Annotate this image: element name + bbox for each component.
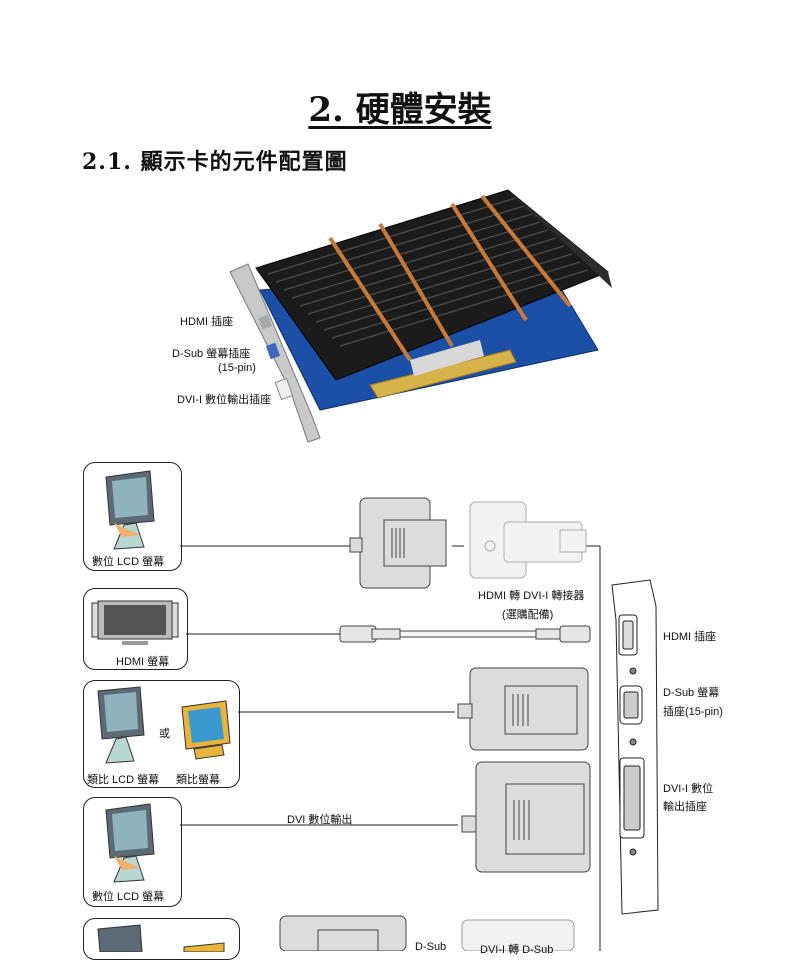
graphics-card-image: [229, 189, 612, 443]
monitor-label: 數位 LCD 螢幕: [92, 556, 165, 568]
monitor-label: HDMI 螢幕: [116, 656, 170, 668]
monitor-box-digital-lcd-2: 數位 LCD 螢幕: [83, 797, 182, 907]
monitor-label: 類比螢幕: [176, 774, 220, 786]
monitor-box-analog: 或 類比 LCD 螢幕 類比螢幕: [83, 680, 240, 788]
chapter-title: 2. 硬體安裝: [308, 90, 492, 130]
card-label-dsub: D-Sub 螢幕插座: [172, 348, 251, 360]
lcd-monitor-icon: [97, 924, 225, 953]
bracket-label-dsub-2: 插座(15-pin): [663, 706, 723, 718]
monitor-label: 類比 LCD 螢幕: [87, 774, 160, 786]
section-title: 2.1. 顯示卡的元件配置圖: [82, 149, 348, 175]
connection-diagram: [180, 497, 659, 951]
bracket-label-dsub-1: D-Sub 螢幕: [663, 687, 720, 699]
dsub-partial-label: D-Sub: [415, 941, 447, 953]
lcd-monitor-icon: [105, 803, 155, 883]
or-label: 或: [159, 728, 170, 740]
lcd-monitor-icon: [105, 470, 155, 550]
adapter-label-line1: HDMI 轉 DVI-I 轉接器: [478, 590, 585, 602]
dvi-output-label: DVI 數位輸出: [287, 814, 353, 826]
adapter-label-line2: (選購配備): [502, 609, 554, 621]
bracket-label-hdmi: HDMI 插座: [663, 631, 717, 643]
card-label-hdmi: HDMI 插座: [180, 316, 234, 328]
dvi-dsub-partial-label: DVI-I 轉 D-Sub: [480, 944, 554, 956]
monitor-box-digital-lcd-1: 數位 LCD 螢幕: [83, 462, 182, 571]
monitor-box-hdmi: HDMI 螢幕: [83, 588, 188, 670]
analog-monitors-icon: [97, 686, 231, 764]
bracket-label-dvi-2: 輸出插座: [663, 801, 707, 813]
flat-tv-icon: [91, 600, 179, 645]
card-label-dvi: DVI-I 數位輸出插座: [177, 394, 272, 406]
bracket-label-dvi-1: DVI-I 數位: [663, 783, 714, 795]
card-label-dsub-pin: (15-pin): [218, 362, 256, 374]
monitor-label: 數位 LCD 螢幕: [92, 891, 165, 903]
